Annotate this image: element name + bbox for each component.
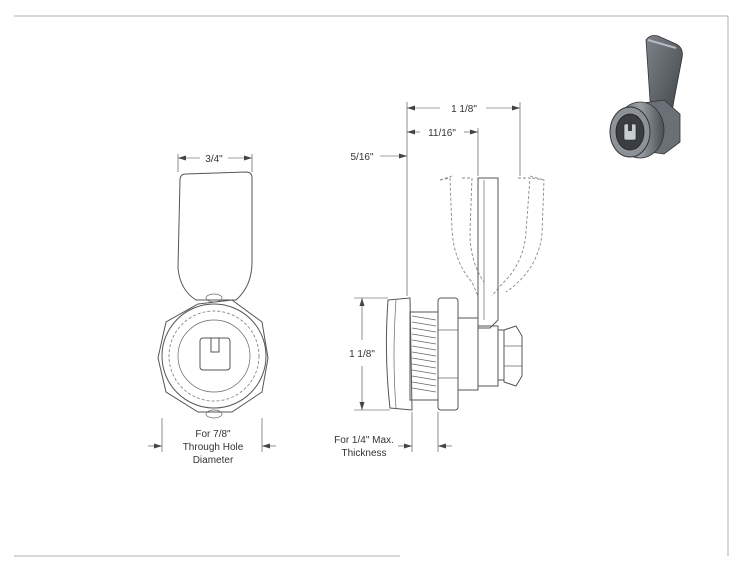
- product-render: [609, 35, 683, 159]
- side-view-bezel-edge: [393, 299, 397, 409]
- front-view-plug-face: [177, 319, 251, 393]
- front-view-hex-nut: [157, 299, 269, 413]
- side-view-threaded-body: [409, 311, 439, 401]
- drawing-frame: [14, 15, 729, 557]
- side-view-offset-label: 5/16": [350, 152, 373, 163]
- side-view-thickness-note-line1: For 1/4" Max.: [334, 435, 394, 446]
- front-view-lug-top: [205, 293, 223, 303]
- side-view-thickness-note-line2: Thickness: [341, 448, 386, 459]
- side-view-offset-dimension: 5/16": [350, 152, 407, 163]
- side-view-overall-dimension: 1 1/8": [406, 102, 521, 296]
- front-view-hole-note-line3: Diameter: [193, 455, 234, 466]
- side-view-hex-nut: [437, 297, 459, 411]
- front-view-hole-note-line1: For 7/8": [195, 429, 231, 440]
- front-view-key-slot-notch: [210, 338, 220, 353]
- side-view-screw: [497, 325, 523, 387]
- front-view-hole-dimension: For 7/8" Through Hole Diameter: [148, 418, 276, 466]
- side-view-cam-label: 11/16": [428, 128, 456, 139]
- side-view-cam-phantom: [439, 175, 545, 297]
- product-render-key-slot-notch: [628, 124, 632, 131]
- side-view-cam-mount: [457, 317, 499, 391]
- front-view-lug-bottom: [205, 409, 223, 419]
- front-view: 3/4" For 7/8" Through Hole Diameter: [148, 154, 276, 466]
- side-view-thickness-dimension: For 1/4" Max. Thickness: [334, 412, 452, 459]
- front-view-width-dimension: 3/4": [177, 154, 253, 172]
- side-view-height-dimension: 1 1/8": [349, 297, 390, 411]
- front-view-hole-note-line2: Through Hole: [183, 442, 244, 453]
- front-view-bezel-dashed: [168, 310, 260, 402]
- front-view-handle: [177, 171, 253, 301]
- product-render-handle-highlight: [647, 39, 677, 49]
- front-view-width-label: 3/4": [205, 154, 223, 165]
- side-view-bezel: [385, 297, 413, 411]
- side-view-cam: [477, 177, 499, 329]
- side-view: 1 1/8" 11/16" 5/16" 1 1/8": [334, 102, 545, 459]
- front-view-washer: [161, 303, 267, 409]
- side-view-cam-dimension: 11/16": [407, 128, 479, 176]
- front-view-key-slot: [199, 337, 231, 371]
- side-view-height-label: 1 1/8": [349, 349, 375, 360]
- side-view-overall-label: 1 1/8": [451, 104, 477, 115]
